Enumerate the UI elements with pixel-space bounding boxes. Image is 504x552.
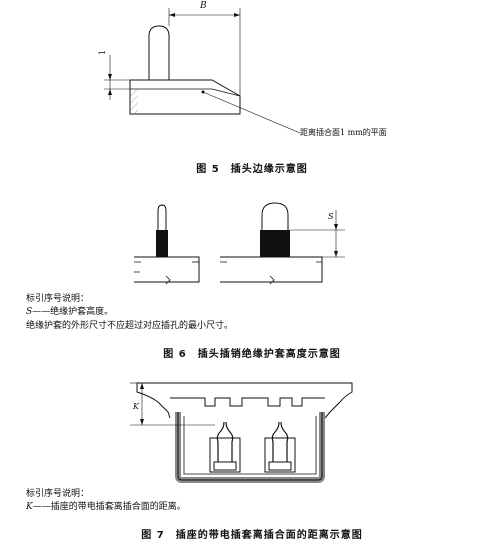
socket-top-plate <box>137 382 353 419</box>
contact-left-outer <box>209 437 241 473</box>
contact-left-springs <box>216 421 234 462</box>
figure-7-caption: 图 7 插座的带电插套离插合面的距离示意图 <box>141 530 363 541</box>
plug-pin <box>148 25 170 80</box>
socket-body <box>175 412 325 483</box>
figure-6-drawing <box>134 202 345 285</box>
socket-face <box>170 397 325 407</box>
figure-6-caption: 图 6 插头插销绝缘护套高度示意图 <box>163 349 341 360</box>
fig7-legend-item: K——插座的带电插套离插合面的距离。 <box>26 501 186 513</box>
plane-1mm <box>130 88 241 97</box>
base-left <box>134 256 200 283</box>
fig7-legend-text: ——插座的带电插套离插合面的距离。 <box>32 502 186 512</box>
fig6-note: 绝缘护套的外形尺寸不应超过对应插孔的最小尺寸。 <box>26 321 234 331</box>
fig6-legend-item: S——绝缘护套高度。 <box>26 306 113 318</box>
fig7-legend-symbol: K <box>26 502 33 512</box>
thin-pin-sleeve <box>156 230 168 257</box>
callout-text: 距离插合面1 mm的平面 <box>300 128 387 137</box>
figure-5-drawing <box>104 8 301 134</box>
callout-leader <box>202 91 301 134</box>
dim-1-label: 1 <box>98 49 107 55</box>
thick-pin <box>261 202 289 230</box>
fig6-legend-title: 标引序号说明： <box>26 294 90 304</box>
dim-k-label: K <box>133 402 139 411</box>
contact-right-outer <box>264 437 296 473</box>
figure-5-caption: 图 5 插头边缘示意图 <box>196 164 308 175</box>
dim-s-label: S <box>328 212 334 221</box>
contact-right-springs <box>271 421 289 462</box>
thick-pin-sleeve <box>260 230 290 257</box>
thin-pin <box>157 204 167 230</box>
plug-body <box>129 79 241 115</box>
fig6-legend-text: ——绝缘护套高度。 <box>32 307 114 317</box>
dim-b-label: B <box>200 1 207 11</box>
fig7-legend-title: 标引序号说明： <box>26 489 90 499</box>
fig6-legend-symbol: S <box>26 307 33 317</box>
base-right <box>220 256 323 283</box>
figure-7-drawing <box>130 382 353 483</box>
